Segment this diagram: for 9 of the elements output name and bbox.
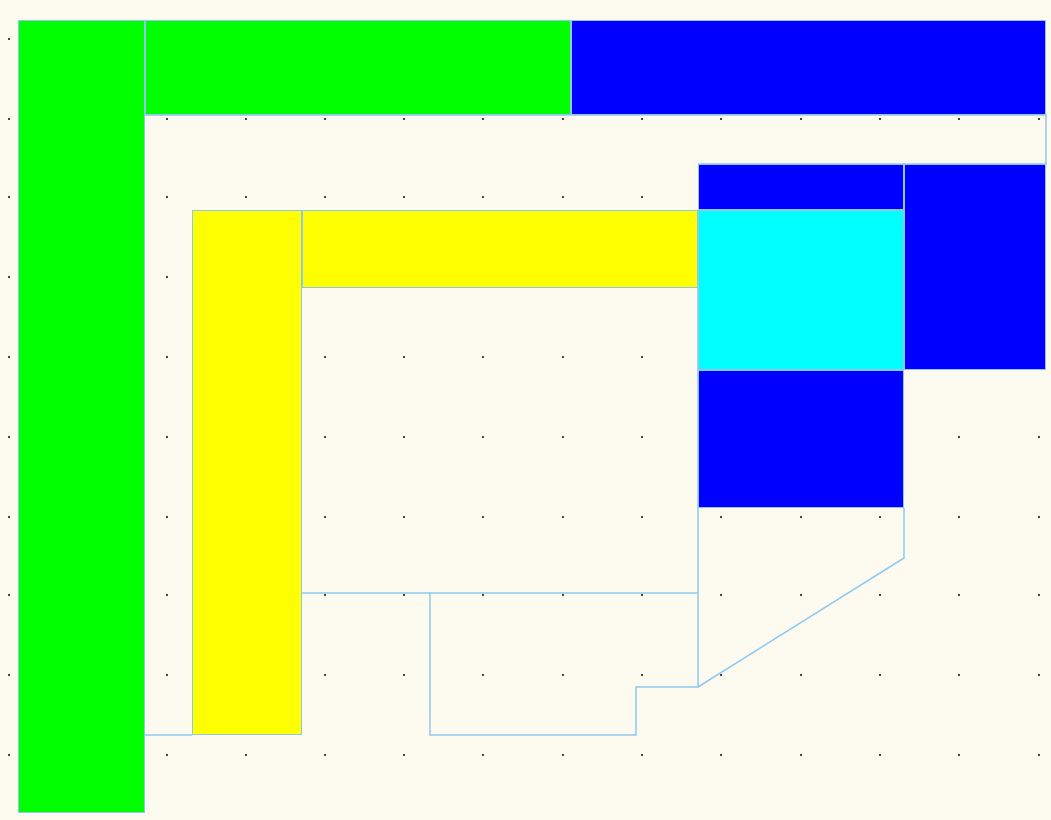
room-block (145, 20, 571, 115)
room-block (904, 164, 1046, 370)
room-block (18, 20, 145, 813)
room-block (571, 20, 1046, 115)
room-block (192, 210, 302, 735)
room-block (302, 210, 698, 288)
room-block (698, 210, 904, 370)
room-block (698, 164, 904, 210)
room-block (698, 370, 904, 508)
